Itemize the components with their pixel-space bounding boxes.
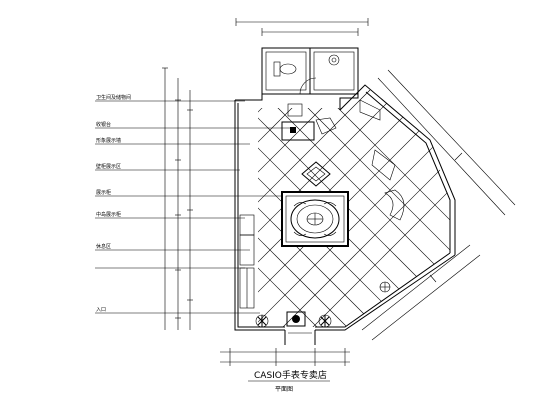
entrance-mat bbox=[286, 311, 306, 327]
bottom-dimension-lines bbox=[220, 348, 350, 366]
drawing-title-block: CASIO手表专卖店 平面图 bbox=[248, 369, 330, 393]
rest-area bbox=[379, 281, 391, 293]
top-dimension-lines bbox=[235, 18, 369, 36]
toilet-bowl bbox=[279, 63, 297, 75]
right-wall-cabinets bbox=[359, 99, 405, 221]
wall-cabinets bbox=[239, 214, 255, 309]
toilet-tank bbox=[273, 61, 281, 77]
left-dimension-lines bbox=[162, 67, 193, 330]
label-entrance: 入口 bbox=[96, 307, 106, 313]
label-restroom-storage: 卫生间及储物间 bbox=[96, 94, 131, 101]
annotation-leaders: 卫生间及储物间 收银台 形象展示墙 壁柜展示区 展示柜 中岛展示柜 休息区 入口 bbox=[95, 94, 290, 314]
sink bbox=[328, 54, 340, 66]
label-display-cabinet: 展示柜 bbox=[96, 189, 111, 196]
island-display-cabinet bbox=[281, 191, 349, 247]
label-island-cabinet: 中岛展示柜 bbox=[96, 211, 121, 218]
right-dimension-lines bbox=[361, 69, 516, 341]
label-rest-area: 休息区 bbox=[96, 243, 111, 250]
entrance-area bbox=[255, 311, 332, 345]
label-wall-cabinet: 壁柜展示区 bbox=[96, 163, 121, 170]
drawing-subtitle: 平面图 bbox=[275, 386, 293, 393]
image-display-stand bbox=[301, 161, 331, 187]
drawing-title: CASIO手表专卖店 bbox=[254, 369, 327, 381]
label-cashier: 收银台 bbox=[96, 121, 111, 128]
restroom-block bbox=[261, 47, 359, 95]
cashier-counter bbox=[281, 103, 337, 141]
label-image-wall: 形象展示墙 bbox=[96, 137, 121, 144]
store-outline bbox=[234, 84, 456, 331]
